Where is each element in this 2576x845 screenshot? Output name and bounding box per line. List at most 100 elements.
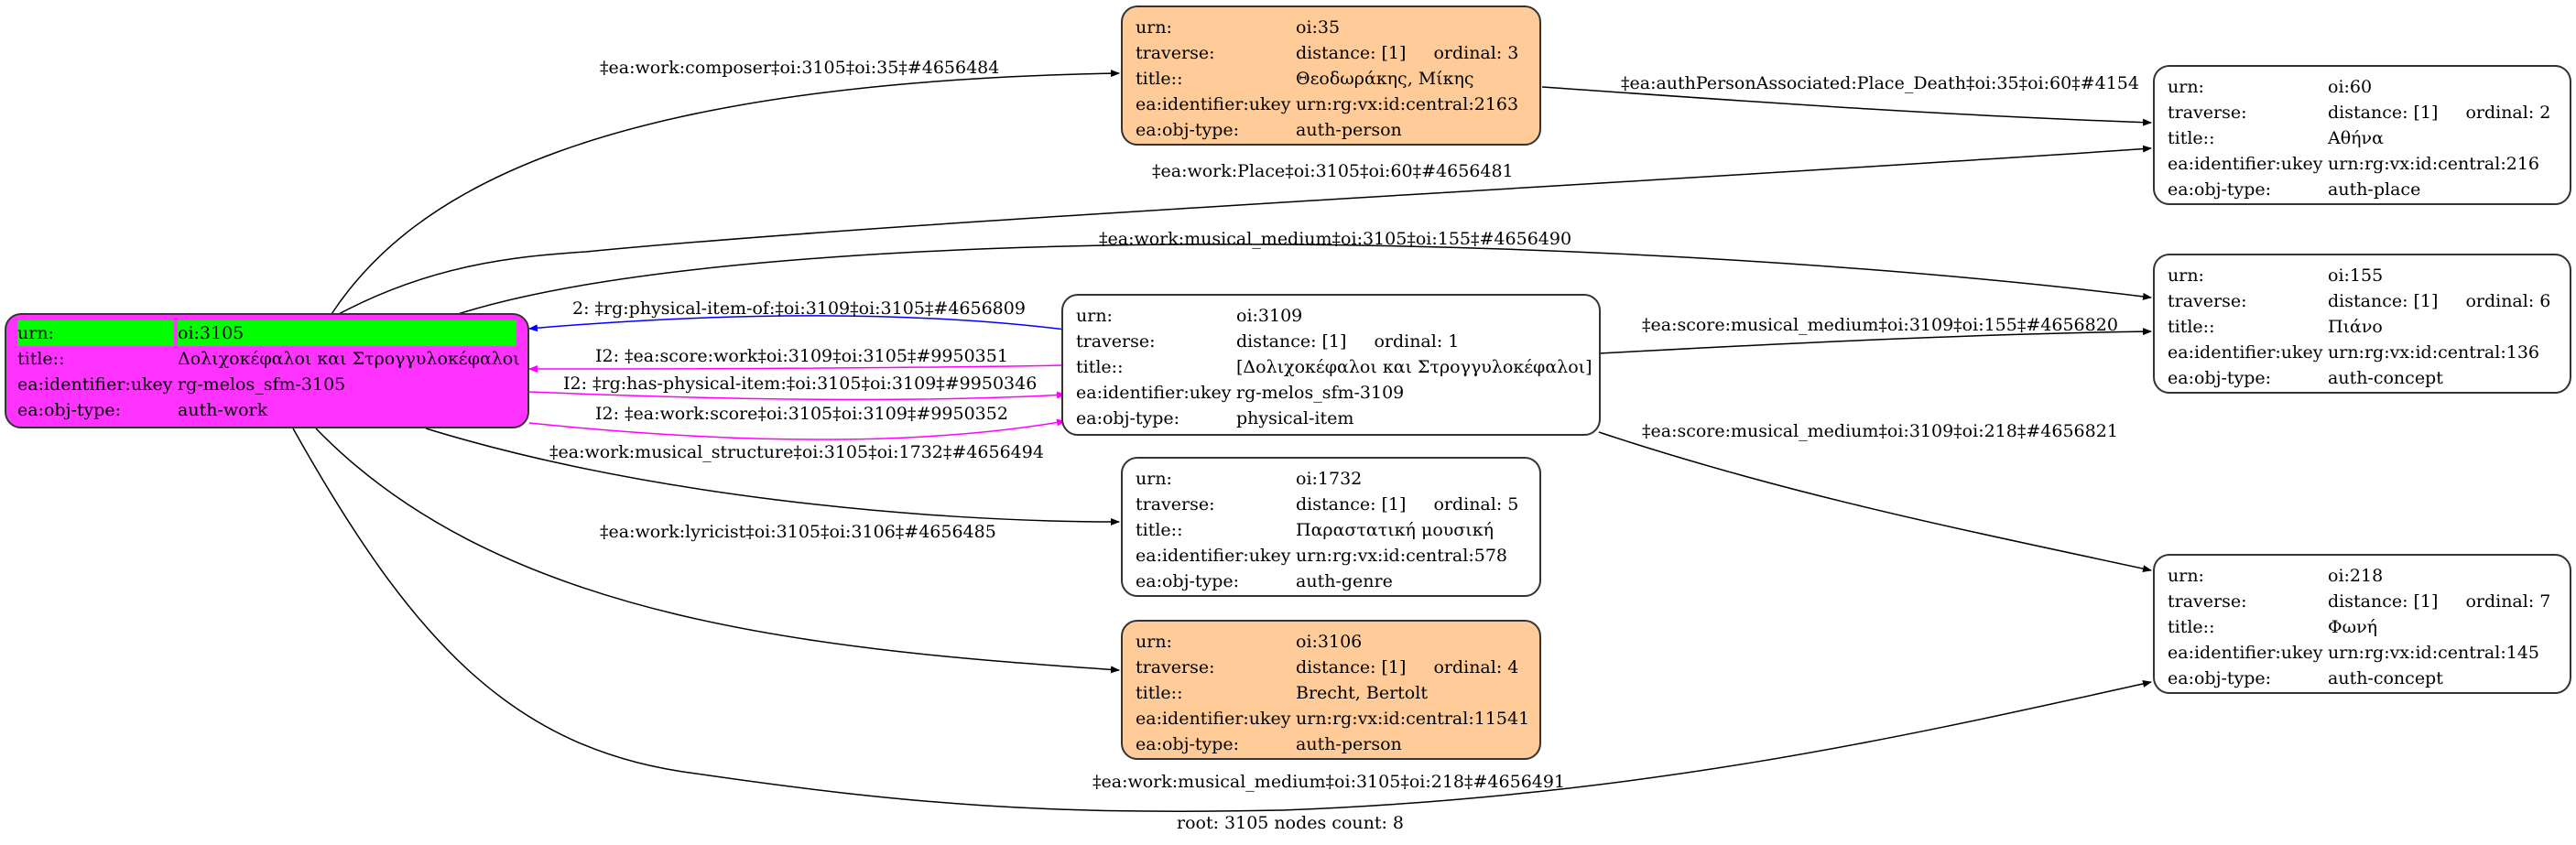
edge-work-place [338, 145, 2152, 315]
field-value: oi:1732 [1296, 469, 1363, 489]
node-row-urn: urn:oi:3106 [1136, 629, 1527, 655]
field-key: ea:obj-type: [1076, 408, 1180, 428]
node-row-traverse: traverse:distance: [1]ordinal: 4 [1136, 655, 1527, 680]
field-key: urn: [2168, 566, 2204, 586]
graph-footer-caption: root: 3105 nodes count: 8 [1177, 813, 1405, 833]
ordinal-value: ordinal: 5 [1433, 494, 1519, 515]
edge-label-score-work: I2: ‡ea:score:work‡oi:3109‡oi:3105‡#9950… [595, 346, 1008, 366]
field-key: title:: [2168, 617, 2215, 637]
field-key: title:: [1136, 520, 1183, 540]
node-60[interactable]: urn:oi:60 traverse:distance: [1]ordinal:… [2153, 65, 2571, 205]
field-value: auth-genre [1296, 571, 1393, 591]
node-row-traverse: traverse:distance: [1]ordinal: 5 [1136, 492, 1527, 517]
field-key: ea:identifier:ukey [2168, 342, 2323, 363]
edge-work-score [528, 418, 1066, 440]
field-value: oi:155 [2328, 265, 2384, 286]
distance-value: distance: [1] [2328, 291, 2439, 311]
node-row-traverse: traverse:distance: [1]ordinal: 3 [1136, 40, 1527, 66]
node-218[interactable]: urn: oi:218 traverse: distance: [1] ordinal… [2153, 554, 2571, 694]
field-key: ea:identifier:ukey [17, 374, 173, 395]
field-value: auth-concept [2328, 368, 2443, 388]
node-row-title: title::[Δολιχοκέφαλοι και Στρογγυλοκέφαλ… [1076, 354, 1592, 380]
field-value: auth-work [178, 400, 268, 420]
field-value: rg-melos_sfm-3105 [178, 374, 346, 395]
field-key: traverse: [2168, 591, 2247, 612]
edge-label-score-medium-155: ‡ea:score:musical_medium‡oi:3109‡oi:155‡… [1642, 315, 2118, 335]
field-value: urn:rg:vx:id:central:216 [2328, 154, 2540, 174]
ordinal-value: ordinal: 4 [1433, 657, 1519, 677]
field-key: urn: [17, 320, 174, 346]
field-value: oi:60 [2328, 77, 2373, 97]
node-3109[interactable]: urn:oi:3109 traverse:distance: [1]ordina… [1061, 294, 1601, 436]
field-key: title:: [1136, 683, 1183, 703]
field-key: ea:obj-type: [2168, 668, 2272, 688]
field-key: ea:identifier:ukey [1136, 709, 1291, 729]
field-value: physical-item [1236, 408, 1354, 428]
node-row-type: ea:obj-type: auth-genre [1136, 569, 1527, 594]
node-row-title: title::Παραστατική μουσική [1136, 517, 1527, 543]
node-3106[interactable]: urn:oi:3106 traverse:distance: [1]ordina… [1121, 620, 1541, 760]
field-value: urn:rg:vx:id:central:11541 [1296, 709, 1530, 729]
field-value: oi:3105 [178, 320, 516, 346]
edge-label-composer: ‡ea:work:composer‡oi:3105‡oi:35‡#4656484 [600, 58, 999, 78]
node-3105-root[interactable]: urn:oi:3105 title::Δολιχοκέφαλοι και Στρ… [5, 313, 529, 428]
edge-label-musical-structure: ‡ea:work:musical_structure‡oi:3105‡oi:17… [549, 442, 1044, 462]
node-row-type: ea:obj-type: auth-place [2168, 177, 2557, 202]
ordinal-value: ordinal: 2 [2465, 103, 2551, 123]
node-row-type: ea:obj-type:auth-concept [2168, 365, 2557, 391]
field-key: urn: [2168, 77, 2204, 97]
edge-label-work-place: ‡ea:work:Place‡oi:3105‡oi:60‡#4656481 [1152, 161, 1514, 181]
field-key: title:: [2168, 317, 2215, 337]
node-row-traverse: traverse:distance: [1]ordinal: 6 [2168, 288, 2557, 314]
field-key: ea:obj-type: [1136, 571, 1240, 591]
field-value: auth-place [2328, 179, 2421, 200]
node-row-title: title::Brecht, Bertolt [1136, 680, 1527, 706]
field-key: ea:obj-type: [2168, 179, 2272, 200]
distance-value: distance: [1] [2328, 103, 2439, 123]
field-value: Παραστατική μουσική [1296, 520, 1494, 540]
field-value: Δολιχοκέφαλοι και Στρογγυλοκέφαλοι [178, 349, 520, 369]
field-value: urn:rg:vx:id:central:578 [1296, 546, 1508, 566]
field-key: ea:identifier:ukey [1136, 546, 1291, 566]
node-row-urn: urn:oi:35 [1136, 15, 1527, 40]
node-row-urn: urn:oi:155 [2168, 263, 2557, 288]
distance-value: distance: [1] [2328, 591, 2439, 612]
field-key: traverse: [2168, 291, 2247, 311]
field-value: oi:218 [2328, 566, 2384, 586]
field-key: urn: [1136, 469, 1172, 489]
field-value: urn:rg:vx:id:central:145 [2328, 643, 2540, 663]
edge-has-physical-item [528, 391, 1066, 401]
ordinal-value: ordinal: 3 [1433, 43, 1519, 63]
node-row-title: title::Θεοδωράκης, Μίκης [1136, 66, 1527, 92]
edge-work-medium-155 [457, 244, 2152, 315]
node-row-type: ea:obj-type:auth-concept [2168, 666, 2557, 691]
field-value: oi:3109 [1236, 306, 1303, 326]
node-row-title: title::Δολιχοκέφαλοι και Στρογγυλοκέφαλο… [17, 346, 520, 372]
edge-composer [331, 70, 1120, 315]
field-value: oi:35 [1296, 17, 1341, 38]
field-key: traverse: [1076, 331, 1156, 352]
field-value: urn:rg:vx:id:central:136 [2328, 342, 2540, 363]
node-row-type: ea:obj-type:auth-work [17, 397, 516, 423]
node-35[interactable]: urn:oi:35 traverse:distance: [1]ordinal:… [1121, 5, 1541, 146]
field-value: urn:rg:vx:id:central:2163 [1296, 94, 1519, 114]
edge-label-work-medium-218: ‡ea:work:musical_medium‡oi:3105‡oi:218‡#… [1092, 772, 1565, 792]
ordinal-value: ordinal: 7 [2465, 591, 2551, 612]
field-value: [Δολιχοκέφαλοι και Στρογγυλοκέφαλοι] [1236, 357, 1592, 377]
field-key: ea:identifier:ukey [1076, 383, 1232, 403]
edge-label-work-medium-155: ‡ea:work:musical_medium‡oi:3105‡oi:155‡#… [1099, 229, 1571, 249]
distance-value: distance: [1] [1296, 494, 1407, 515]
field-key: ea:obj-type: [1136, 734, 1240, 754]
field-value: oi:3106 [1296, 632, 1363, 652]
field-key: traverse: [1136, 43, 1215, 63]
node-1732[interactable]: urn:oi:1732 traverse:distance: [1]ordina… [1121, 457, 1541, 597]
node-row-traverse: traverse:distance: [1]ordinal: 1 [1076, 329, 1586, 354]
edge-place-death [1541, 86, 2152, 126]
field-value: auth-person [1296, 120, 1402, 140]
node-row-title: title::Πιάνο [2168, 314, 2557, 340]
node-155[interactable]: urn:oi:155 traverse:distance: [1]ordinal… [2153, 254, 2571, 394]
